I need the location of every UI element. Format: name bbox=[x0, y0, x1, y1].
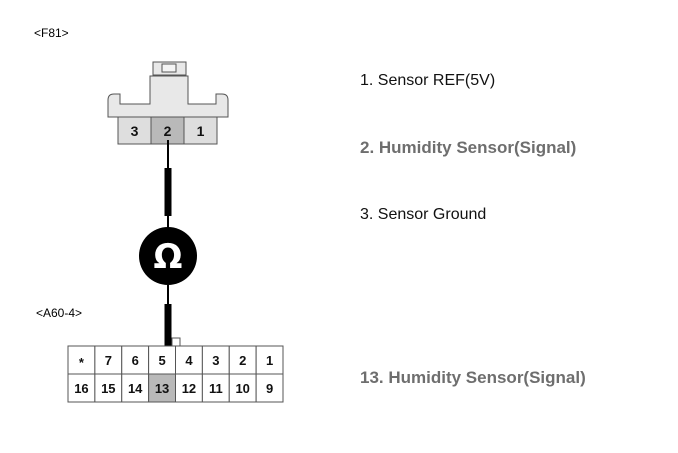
a60-pin-label: 7 bbox=[105, 353, 112, 368]
a60-pin-label: 11 bbox=[209, 381, 223, 396]
a60-connector: * 7 6 5 4 3 2 1 16 15 14 13 12 11 10 9 bbox=[67, 337, 284, 403]
a60-pin-label: 16 bbox=[74, 381, 88, 396]
a60-pin-label: * bbox=[79, 355, 85, 370]
f81-pin-1-cell bbox=[183, 116, 218, 145]
f81-pin-2-label: 2 bbox=[164, 123, 172, 139]
a60-pin-cell bbox=[67, 373, 96, 403]
a60-pin-cell bbox=[255, 345, 284, 375]
a60-pin-cell bbox=[175, 373, 203, 403]
f81-housing bbox=[107, 75, 229, 118]
humidity-sensor-symbol: Ω bbox=[139, 227, 197, 285]
a60-pin-cell bbox=[228, 345, 257, 375]
a60-key bbox=[171, 337, 181, 347]
f81-pin-1-label: 1 bbox=[197, 123, 205, 139]
f81-connector-label: <F81> bbox=[34, 26, 69, 40]
pin-description-2: 2. Humidity Sensor(Signal) bbox=[360, 138, 577, 157]
pin-description-1: 1. Sensor REF(5V) bbox=[360, 72, 496, 89]
a60-pin-label: 2 bbox=[239, 353, 246, 368]
a60-pin-label: 5 bbox=[158, 353, 165, 368]
a60-pin-cell bbox=[201, 373, 230, 403]
a60-pin-label: 3 bbox=[212, 353, 219, 368]
a60-pin-label: 4 bbox=[185, 353, 193, 368]
f81-pin-3-label: 3 bbox=[131, 123, 139, 139]
a60-pin-label: 12 bbox=[182, 381, 196, 396]
a60-pin-label: 10 bbox=[235, 381, 249, 396]
a60-pin-label: 1 bbox=[266, 353, 273, 368]
a60-pin-cell bbox=[255, 373, 284, 403]
pin-description-3: 3. Sensor Ground bbox=[360, 206, 487, 223]
f81-connector: 3 2 1 bbox=[107, 61, 229, 145]
pin-description-13: 13. Humidity Sensor(Signal) bbox=[360, 368, 586, 387]
signal-wire-top bbox=[164, 140, 172, 228]
a60-pin-cell bbox=[201, 345, 230, 375]
a60-pin-cell bbox=[94, 373, 123, 403]
a60-pin-label: 13 bbox=[155, 381, 169, 396]
a60-pin-label: 14 bbox=[128, 381, 143, 396]
a60-pin-cell bbox=[228, 373, 257, 403]
a60-pin-label: 9 bbox=[266, 381, 273, 396]
a60-connector-label: <A60-4> bbox=[36, 306, 83, 320]
ohm-icon: Ω bbox=[154, 237, 183, 277]
a60-pin-label: 15 bbox=[101, 381, 115, 396]
a60-pin-label: 6 bbox=[132, 353, 139, 368]
f81-pin-3-cell bbox=[117, 116, 152, 145]
